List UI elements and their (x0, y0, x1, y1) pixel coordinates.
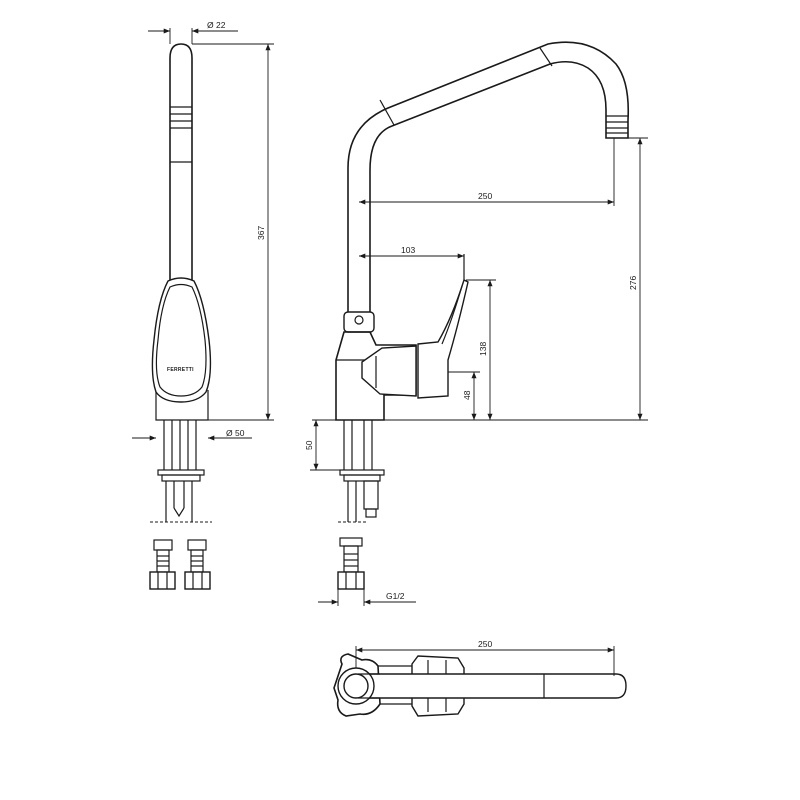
dim-lever-height: 138 (466, 279, 496, 420)
front-view-lever (417, 279, 469, 399)
dim-outlet-height: 276 (628, 137, 648, 420)
top-view-pivot-inner (343, 673, 369, 699)
side-view-spout-rings (170, 106, 192, 163)
svg-text:Ø 22: Ø 22 (207, 20, 226, 30)
svg-text:138: 138 (478, 342, 488, 356)
dim-handle-reach: 103 (359, 245, 464, 259)
brand-mark: FERRETTI (167, 367, 194, 373)
svg-text:250: 250 (478, 191, 492, 201)
side-view-spout (169, 43, 193, 280)
dim-spout-reach: 250 (359, 138, 615, 206)
dim-body-height: 48 (448, 371, 480, 420)
side-view-shanks (157, 420, 205, 522)
side-view-handle-inner (155, 283, 207, 397)
side-view-hose-fittings (149, 539, 211, 590)
front-view-shanks (339, 420, 385, 522)
dim-base-diameter: Ø 50 (132, 428, 252, 441)
svg-text:250: 250 (478, 639, 492, 649)
dim-thread-size: G1/2 (318, 589, 416, 606)
svg-text:276: 276 (628, 276, 638, 290)
svg-text:103: 103 (401, 245, 415, 255)
svg-text:Ø 50: Ø 50 (226, 428, 245, 438)
dim-total-height: 367 (192, 43, 274, 421)
front-view-collar-screw (354, 315, 364, 325)
front-view: 250 103 276 138 48 50 (304, 41, 648, 606)
svg-text:50: 50 (304, 440, 314, 450)
side-view-handle (151, 277, 212, 403)
dim-shank-length: 50 (304, 420, 340, 471)
front-view-spout-segments (379, 47, 628, 134)
dim-top-view-reach: 250 (355, 639, 615, 676)
svg-text:367: 367 (256, 226, 266, 240)
front-view-collar (343, 311, 375, 333)
top-view-base (333, 653, 381, 717)
svg-text:G1/2: G1/2 (386, 591, 405, 601)
front-view-cartridge (361, 345, 417, 397)
dim-spout-diameter: Ø 22 (148, 20, 238, 44)
front-view-spout (347, 41, 630, 312)
front-view-hose-fitting (337, 537, 365, 590)
top-view: 250 (333, 639, 627, 717)
svg-text:48: 48 (462, 390, 472, 400)
top-view-spout (357, 673, 627, 699)
side-view: FERRETTI (132, 20, 274, 590)
side-view-body (155, 390, 209, 421)
